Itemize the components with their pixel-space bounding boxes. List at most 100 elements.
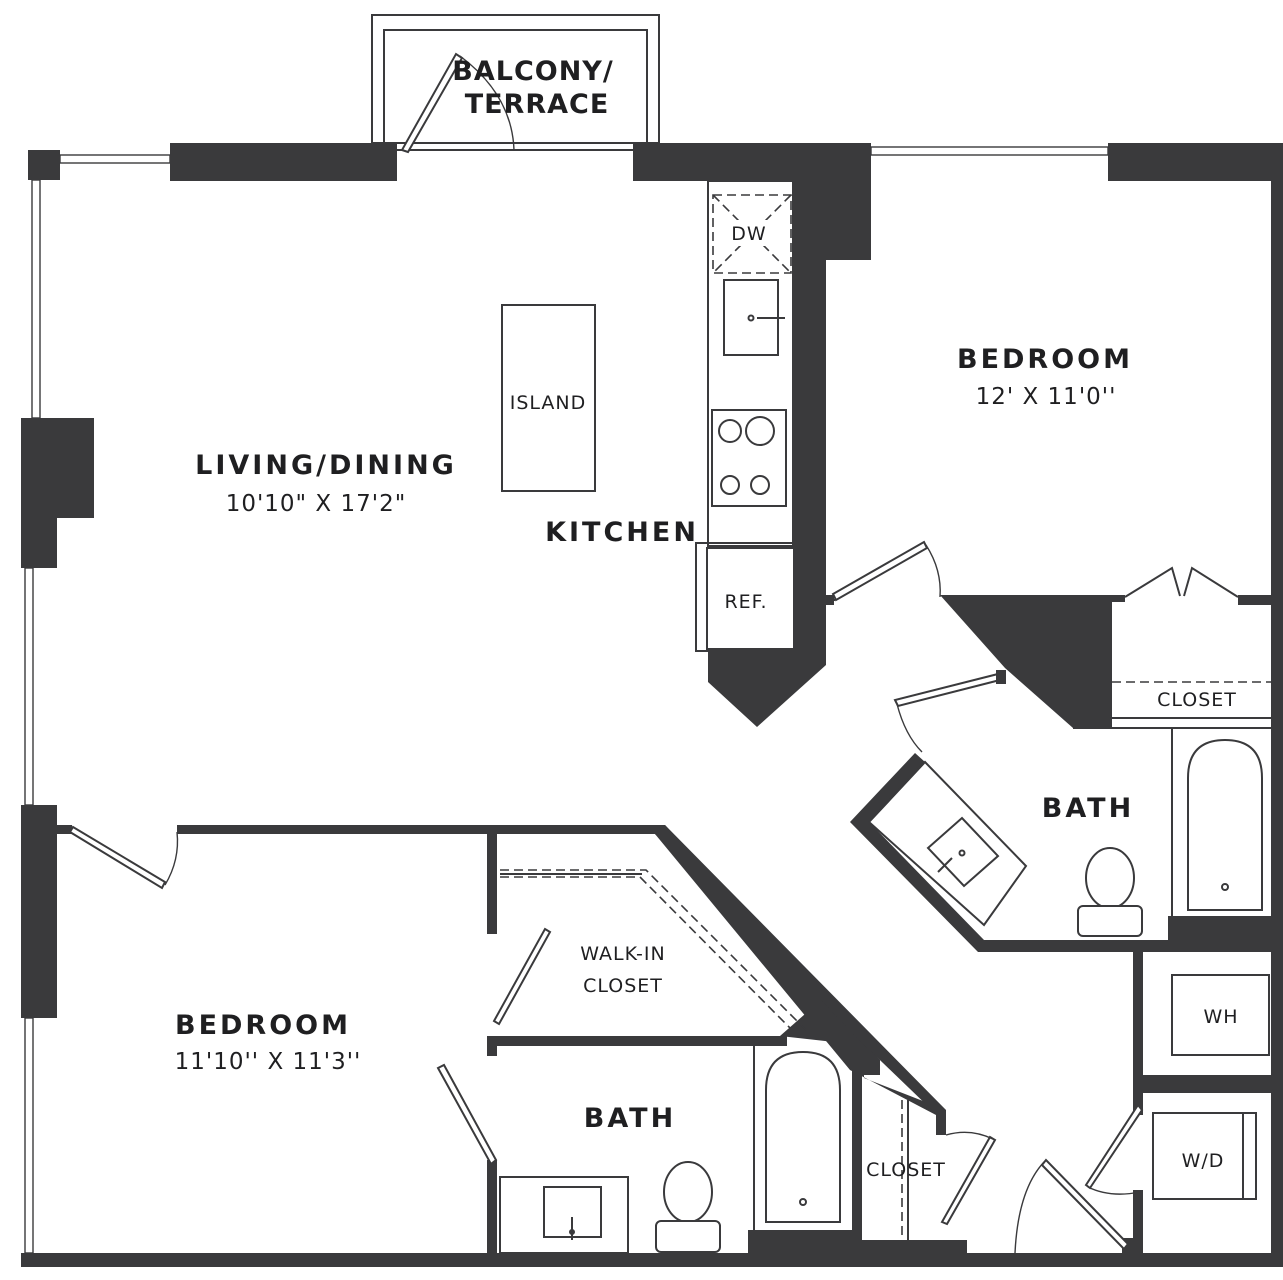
wall-bedroom2-top — [57, 825, 72, 834]
closet-main-label: CLOSET — [1157, 689, 1237, 711]
wall-utility-left-bottom — [1133, 1190, 1143, 1253]
window-left-middle — [24, 567, 34, 806]
washer-dryer-door — [1084, 1103, 1144, 1190]
window-top-right — [870, 146, 1109, 156]
hall-closet: CLOSET — [862, 1100, 997, 1253]
main-bath-label: BATH — [1042, 793, 1134, 824]
bath2-tub — [765, 1050, 841, 1223]
bedroom2-label: BEDROOM — [175, 1010, 351, 1041]
walkin-closet-label-line1: WALK-IN — [580, 943, 665, 965]
refrigerator-label: REF. — [724, 591, 767, 613]
main-bath-toilet-tank — [1077, 905, 1143, 937]
kitchen-island — [501, 304, 596, 492]
burner-2 — [745, 416, 775, 446]
kitchen-sink-drain — [747, 314, 755, 322]
bedroom-main-wall-stub-left — [826, 595, 834, 605]
wall-bath2-bottom — [748, 1230, 862, 1253]
wall-bottom — [21, 1253, 1283, 1267]
wall-hall-closet-bottom — [862, 1240, 967, 1253]
wall-bedroom2-top-main — [177, 825, 946, 1135]
wall-walkin-bottom — [487, 1036, 787, 1046]
utility: WH W/D — [1084, 952, 1271, 1253]
range-cooktop — [711, 409, 787, 507]
wall-utility-left — [1133, 952, 1143, 1082]
hall — [1014, 1158, 1140, 1258]
window-left-lower — [24, 1017, 34, 1254]
bedroom-main-door — [831, 540, 929, 602]
washer-dryer-panel — [1242, 1112, 1257, 1200]
hall-closet-door — [940, 1135, 997, 1226]
main-bath: BATH — [850, 670, 1271, 952]
kitchen: DW REF. ISLAND KITCHEN — [501, 180, 812, 652]
main-bath-tub — [1187, 738, 1263, 911]
dishwasher-cross-a — [712, 194, 792, 274]
dishwasher-outline — [712, 194, 792, 274]
entry-door — [1040, 1158, 1130, 1251]
balcony-label-line1: BALCONY/ — [452, 56, 613, 87]
walkin-shelf-dash-inner — [500, 876, 791, 1029]
entry-door-swing — [1014, 1161, 1045, 1254]
main-bath-door-swing — [896, 703, 923, 753]
windows — [24, 146, 1109, 1254]
kitchen-counter — [707, 180, 794, 547]
wall-right — [1271, 181, 1283, 1267]
burner-3 — [720, 475, 740, 495]
wall-walkin-lower-stub — [487, 1046, 497, 1056]
walkin-shelf-dash-outer — [500, 869, 807, 1031]
wall-bedroom2-partition-top — [487, 834, 497, 934]
wall-left-lower — [21, 805, 57, 1018]
living-dining-dims: 10'10" X 17'2" — [226, 491, 407, 517]
window-left-upper — [31, 179, 41, 419]
bedroom2-door-swing — [164, 831, 179, 886]
wall-utility-mid — [1133, 1075, 1271, 1093]
main-bath-sink-drain — [958, 849, 966, 857]
wall-top-right — [1108, 143, 1283, 181]
bath2-toilet-bowl — [663, 1161, 713, 1223]
main-bath-door — [893, 672, 1002, 708]
wall-top-center — [633, 143, 871, 181]
wall-bedroom2-partition-bottom — [487, 1160, 497, 1253]
dishwasher-label-bg — [728, 220, 776, 246]
main-bath-tub-drain — [1221, 883, 1229, 891]
closet-main-bifold-left — [1124, 566, 1181, 598]
hall-closet-door-swing — [945, 1131, 994, 1140]
washer-dryer-door-swing — [1087, 1186, 1141, 1195]
bedroom2-dims: 11'10'' X 11'3'' — [175, 1049, 362, 1075]
burner-4 — [750, 475, 770, 495]
water-heater — [1171, 974, 1270, 1056]
balcony-door-swing — [459, 55, 515, 151]
wall-main-bath-bottom — [1168, 916, 1271, 952]
dishwasher-label: DW — [731, 223, 766, 245]
wall-top-left — [170, 143, 397, 181]
dishwasher-cross-b — [712, 194, 792, 274]
window-top-left — [59, 154, 171, 164]
wall-main-bath-vanity — [850, 753, 1172, 952]
kitchen-label: KITCHEN — [545, 517, 699, 548]
balcony-label-line2: TERRACE — [465, 89, 610, 120]
refrigerator-outer — [695, 542, 812, 652]
water-heater-label: WH — [1203, 1006, 1238, 1028]
wall-walkin-diagonal — [655, 825, 946, 1135]
main-bath-sink — [926, 816, 1000, 888]
wall-top-left-corner — [28, 150, 60, 180]
bedroom-main-wall-stub-right — [1238, 595, 1271, 605]
main-bath-vanity — [867, 760, 1028, 927]
main-bath-faucet — [937, 857, 953, 873]
bath2-label: BATH — [584, 1103, 676, 1134]
bedroom-main-dims: 12' X 11'0'' — [976, 384, 1117, 410]
balcony: BALCONY/ TERRACE — [371, 14, 660, 154]
wall-walkin-corner — [780, 1000, 862, 1253]
bath2-tub-drain — [799, 1198, 807, 1206]
hall-closet-label: CLOSET — [866, 1159, 946, 1181]
main-bath-door-stop — [996, 670, 1006, 684]
bath2-drain — [569, 1229, 575, 1235]
bedroom-main-door-swing — [925, 544, 941, 598]
bath2-toilet-tank — [655, 1220, 721, 1253]
washer-dryer-label: W/D — [1182, 1150, 1225, 1172]
balcony-outline-inner — [383, 29, 648, 144]
main-bath-toilet-bowl — [1085, 847, 1135, 909]
living-dining-label: LIVING/DINING — [195, 450, 457, 481]
bedroom-main-label: BEDROOM — [957, 344, 1133, 375]
bath2-door — [436, 1063, 498, 1166]
walkin-closet-label-line2: CLOSET — [583, 975, 663, 997]
